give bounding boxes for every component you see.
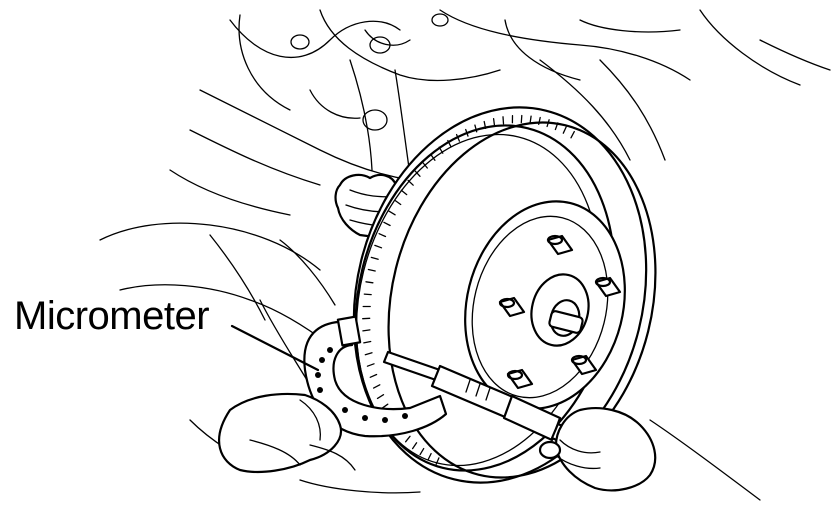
rotor-vent-mark bbox=[494, 119, 495, 126]
rotor-vent-mark bbox=[521, 116, 522, 123]
micrometer-label: Micrometer bbox=[14, 296, 209, 336]
rotor-vent-mark bbox=[364, 294, 371, 295]
rotor-vent-mark bbox=[503, 117, 504, 124]
